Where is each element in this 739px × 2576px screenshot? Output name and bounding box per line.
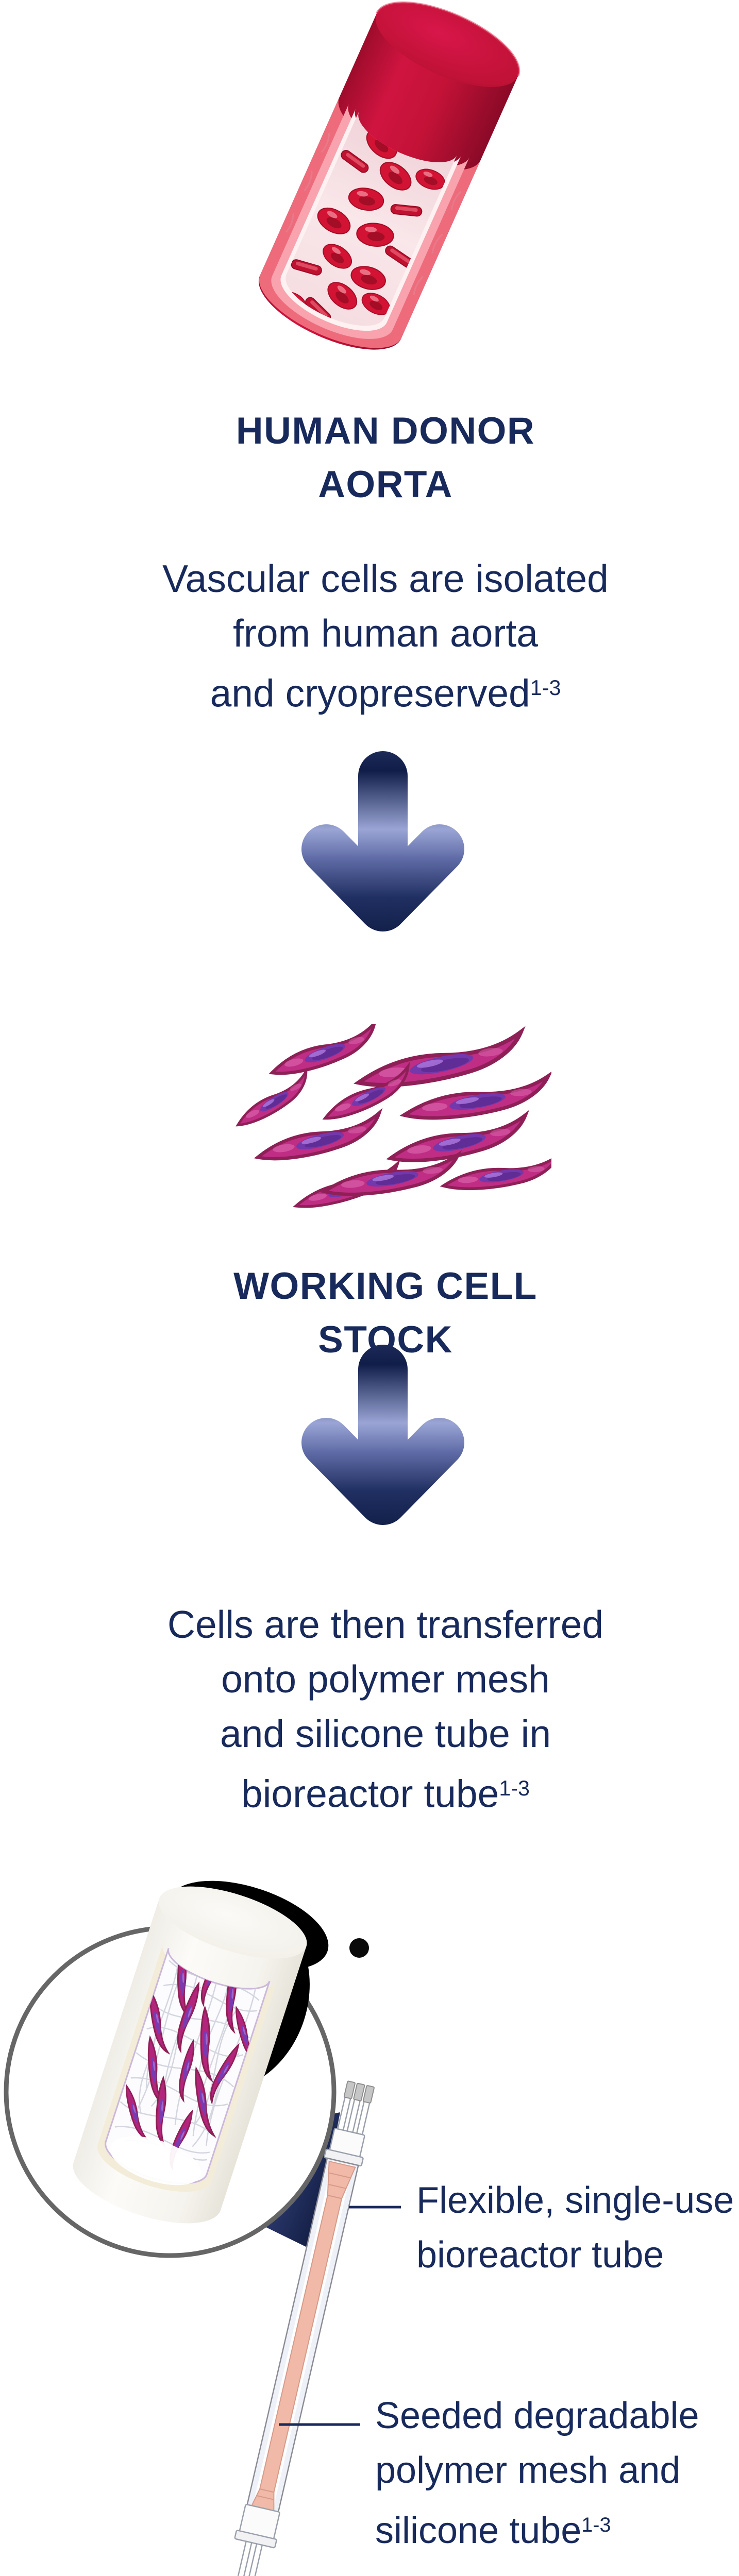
step1-body-line3: and cryopreserved1-3 <box>210 671 561 715</box>
step3-body: Cells are then transferred onto polymer … <box>167 1597 603 1821</box>
down-arrow-icon <box>301 751 464 931</box>
callout-mesh-superscript: 1-3 <box>581 2514 611 2536</box>
step1-heading-line1: HUMAN DONOR <box>236 410 535 452</box>
step2-heading: WORKING CELL STOCK <box>233 1260 538 1367</box>
callout-bioreactor: Flexible, single-use bioreactor tube <box>416 2173 734 2282</box>
step3-body-line3: and silicone tube in <box>220 1712 551 1755</box>
step3-body-line4: bioreactor tube1-3 <box>241 1772 530 1816</box>
vascular-cells-illustration <box>216 1024 551 1225</box>
bioreactor-magnifier-illustration <box>4 1880 401 2576</box>
step1-body-line2: from human aorta <box>233 612 538 655</box>
callout-mesh-line2: polymer mesh and <box>375 2450 681 2491</box>
bioreactor-tube-group <box>234 2080 375 2576</box>
step1-body-line1: Vascular cells are isolated <box>162 557 609 600</box>
callout-bioreactor-line2: bioreactor tube <box>416 2234 664 2276</box>
step1-heading-line2: AORTA <box>318 464 453 505</box>
callout-bioreactor-line1: Flexible, single-use <box>416 2180 734 2221</box>
step3-body-line2: onto polymer mesh <box>221 1657 550 1701</box>
aorta-cutaway-group <box>258 1 520 350</box>
step1-heading: HUMAN DONOR AORTA <box>236 404 535 512</box>
callout-mesh: Seeded degradable polymer mesh and silic… <box>375 2388 699 2558</box>
down-arrow-icon <box>301 1345 464 1525</box>
step3-body-line1: Cells are then transferred <box>167 1603 604 1646</box>
seeded-vial-group <box>73 1880 329 2224</box>
working-cell-stock-cells <box>230 1024 551 1211</box>
callout-mesh-line1: Seeded degradable <box>375 2395 699 2436</box>
step2-heading-line1: WORKING CELL <box>233 1265 538 1307</box>
step1-body: Vascular cells are isolated from human a… <box>162 551 609 721</box>
step1-superscript: 1-3 <box>530 676 561 700</box>
step3-superscript: 1-3 <box>499 1776 530 1800</box>
dot-marker <box>349 1938 369 1958</box>
human-aorta-illustration <box>258 1 520 350</box>
callout-mesh-line3: silicone tube1-3 <box>375 2510 611 2551</box>
